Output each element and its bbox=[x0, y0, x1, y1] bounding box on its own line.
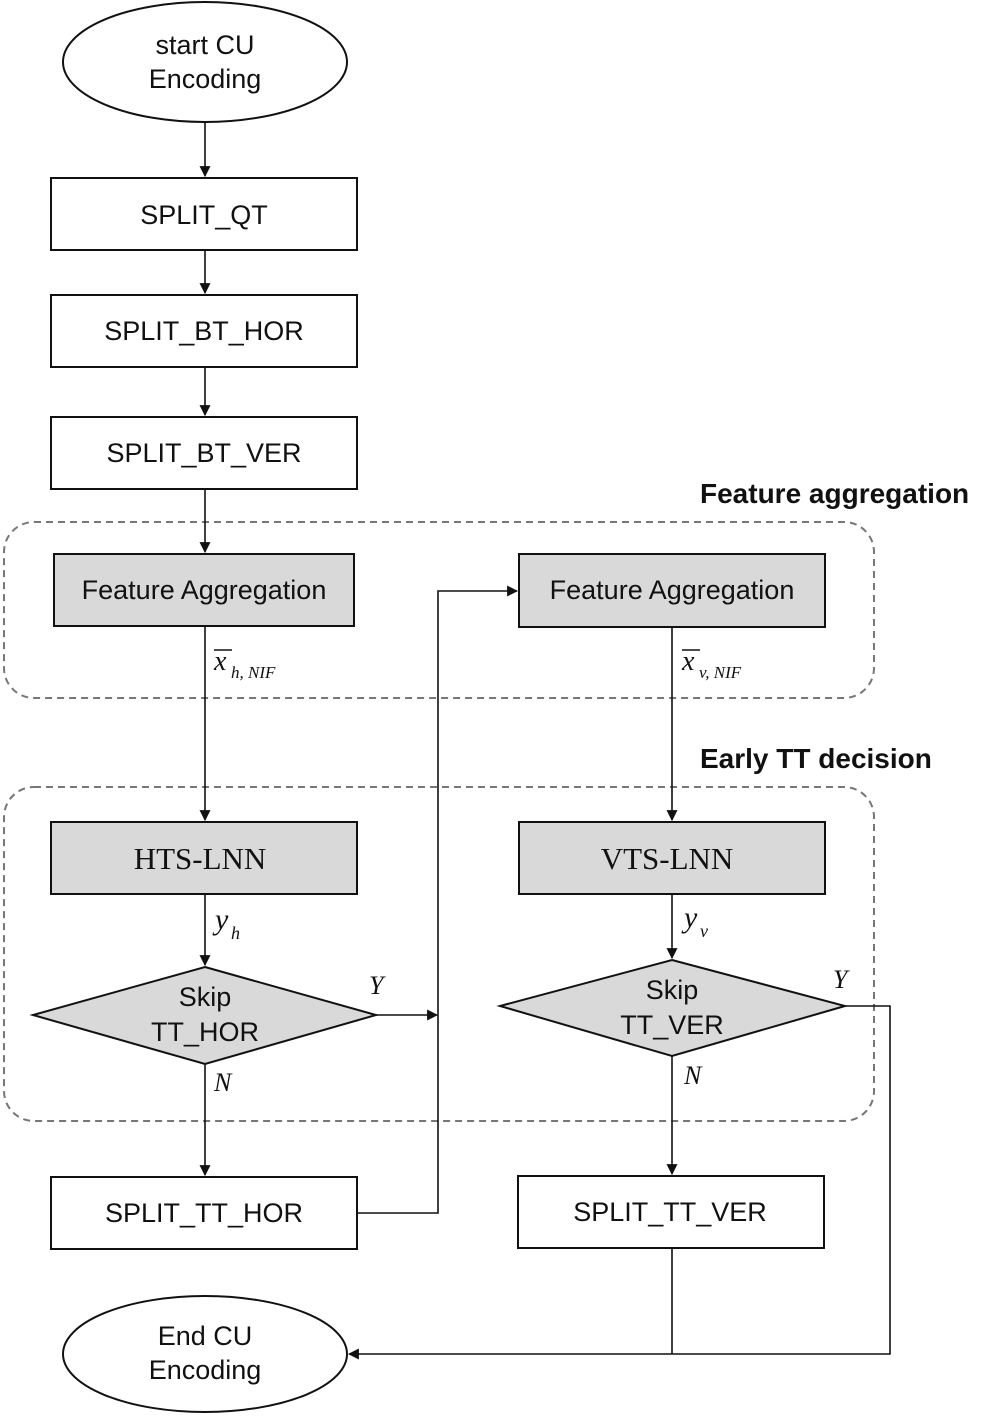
feature-aggregation-right-label: Feature Aggregation bbox=[550, 575, 795, 605]
label-y-h-base: y bbox=[212, 903, 229, 936]
skip-tt-hor-label-line2: TT_HOR bbox=[151, 1017, 259, 1047]
split-bt-hor-node: SPLIT_BT_HOR bbox=[50, 294, 358, 368]
group-label-early-tt-decision: Early TT decision bbox=[700, 743, 932, 774]
vts-lnn-label: VTS-LNN bbox=[601, 841, 734, 876]
split-bt-hor-label: SPLIT_BT_HOR bbox=[104, 316, 304, 346]
label-x-v-nif-sub: v, NIF bbox=[699, 663, 742, 682]
split-bt-ver-label: SPLIT_BT_VER bbox=[106, 438, 301, 468]
end-label-line1: End CU bbox=[158, 1321, 253, 1351]
feature-aggregation-left-node: Feature Aggregation bbox=[53, 553, 355, 627]
label-x-v-nif-base: x bbox=[681, 646, 695, 677]
skip-tt-ver-decision: Skip TT_VER bbox=[496, 958, 849, 1058]
label-y-v-base: y bbox=[681, 901, 698, 934]
end-node: End CU Encoding bbox=[62, 1295, 348, 1413]
start-node: start CU Encoding bbox=[62, 1, 348, 123]
vts-lnn-node: VTS-LNN bbox=[518, 821, 826, 895]
split-qt-node: SPLIT_QT bbox=[50, 177, 358, 251]
skip-tt-ver-label-line2: TT_VER bbox=[620, 1010, 724, 1040]
split-tt-ver-node: SPLIT_TT_VER bbox=[517, 1175, 825, 1249]
feature-aggregation-right-node: Feature Aggregation bbox=[518, 553, 826, 628]
start-label-line2: Encoding bbox=[149, 64, 262, 94]
label-y-h-sub: h bbox=[231, 923, 240, 943]
split-bt-ver-node: SPLIT_BT_VER bbox=[50, 416, 358, 490]
skip-tt-hor-decision: Skip TT_HOR bbox=[29, 965, 380, 1066]
feature-aggregation-left-label: Feature Aggregation bbox=[82, 575, 327, 605]
edges bbox=[199, 122, 891, 1360]
label-y-v: y v bbox=[681, 901, 708, 941]
feature-aggregation-region bbox=[3, 521, 875, 699]
label-x-h-nif-base: x bbox=[213, 646, 227, 677]
label-x-h-nif-sub: h, NIF bbox=[231, 663, 276, 682]
label-x-v-nif: x v, NIF bbox=[681, 646, 742, 682]
label-y-v-sub: v bbox=[700, 921, 708, 941]
start-label-line1: start CU bbox=[155, 30, 254, 60]
hts-lnn-node: HTS-LNN bbox=[50, 821, 358, 895]
label-yes-hor: Y bbox=[369, 971, 386, 1000]
skip-tt-ver-label-line1: Skip bbox=[646, 975, 699, 1005]
label-x-h-nif: x h, NIF bbox=[213, 646, 276, 682]
early-tt-decision-region bbox=[3, 786, 875, 1122]
label-no-ver: N bbox=[683, 1061, 703, 1090]
edge-skip-ver-yes bbox=[347, 1005, 891, 1360]
split-qt-label: SPLIT_QT bbox=[140, 200, 268, 230]
label-yes-ver: Y bbox=[833, 965, 850, 994]
end-label-line2: Encoding bbox=[149, 1355, 262, 1385]
group-label-feature-aggregation: Feature aggregation bbox=[700, 478, 969, 509]
label-y-h: y h bbox=[212, 903, 240, 943]
skip-tt-hor-label-line1: Skip bbox=[179, 982, 232, 1012]
edge-split-tt-hor-to-feature-agg-right bbox=[358, 585, 519, 1214]
split-tt-ver-label: SPLIT_TT_VER bbox=[573, 1197, 767, 1227]
label-no-hor: N bbox=[213, 1068, 233, 1097]
split-tt-hor-label: SPLIT_TT_HOR bbox=[105, 1198, 303, 1228]
split-tt-hor-node: SPLIT_TT_HOR bbox=[50, 1176, 358, 1250]
hts-lnn-label: HTS-LNN bbox=[134, 841, 267, 876]
